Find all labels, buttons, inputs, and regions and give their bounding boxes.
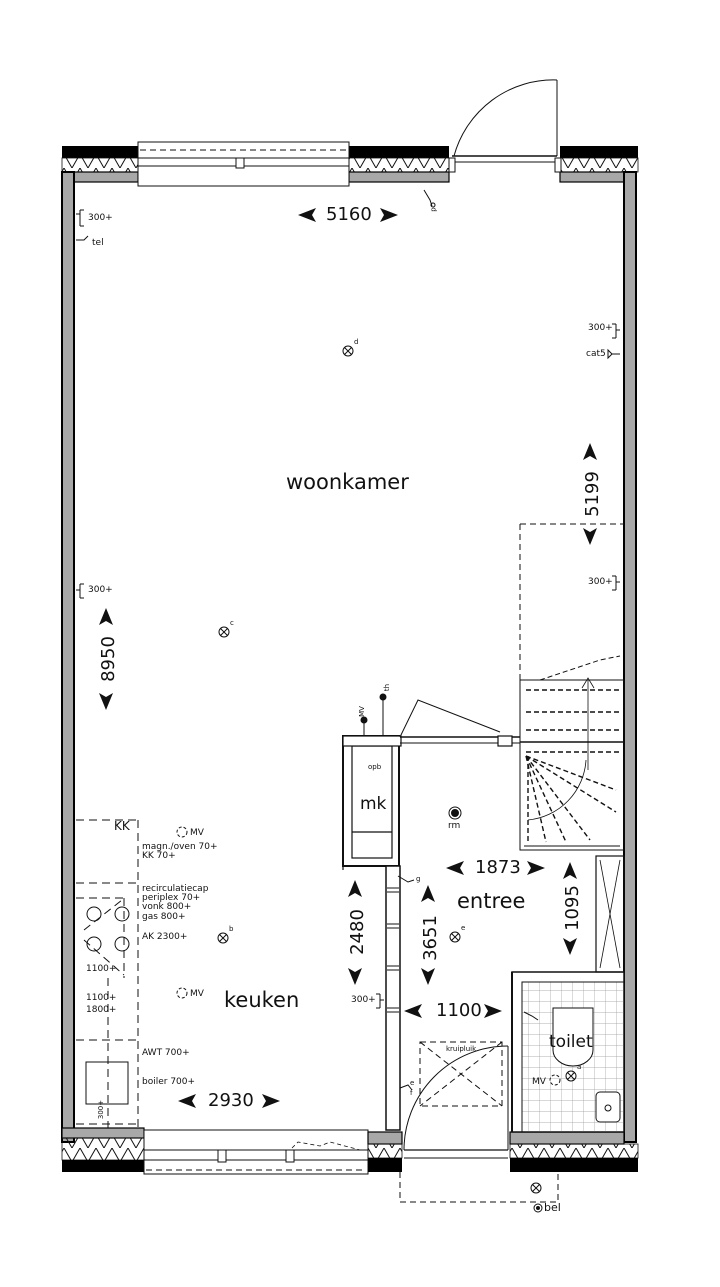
recirculatiecap-label: recirculatiecap <box>142 884 209 894</box>
hob-burners <box>85 906 130 1105</box>
outlet-label: 300+ <box>588 323 613 333</box>
outlet-label: 300+ <box>88 213 113 223</box>
opb-label: opb <box>368 763 382 771</box>
boiler-label: boiler 700+ <box>142 1077 196 1087</box>
room-label-entree: entree <box>457 889 526 913</box>
outlet-label: 300+ <box>88 585 113 595</box>
magn-oven-label: magn./oven 70+ <box>142 842 218 852</box>
light-label: e <box>461 924 466 932</box>
dimension-entree-width: 1873 <box>475 857 521 878</box>
side-walls <box>61 171 637 1143</box>
light-label: a <box>577 1063 582 1071</box>
switch-label: f <box>410 1089 413 1097</box>
tel-label: tel <box>92 238 104 248</box>
bottom-facade <box>61 1045 639 1203</box>
room-label-toilet: toilet <box>549 1032 593 1052</box>
room-label-meterkast: mk <box>360 794 387 814</box>
stairs <box>519 523 624 843</box>
mv-label: MV <box>357 706 366 717</box>
dimension-left-depth: 8950 <box>97 636 119 682</box>
periplex-label: periplex 70+ <box>142 893 201 903</box>
kruipluik-label: kruipluik <box>446 1045 477 1053</box>
bel-label: bel <box>544 1201 561 1214</box>
light-label: d <box>354 338 359 346</box>
mv-label: MV <box>190 828 204 838</box>
outlet-1100-label: 1100+ <box>86 964 117 974</box>
outlet-label: 300+ <box>588 577 613 587</box>
mv-label: MV <box>532 1077 546 1087</box>
light-points <box>176 189 577 1213</box>
kk-label: KK <box>114 819 130 833</box>
room-label-woonkamer: woonkamer <box>286 470 409 494</box>
outlet-1800-label: 1800+ <box>86 1005 117 1015</box>
dimension-entree-stair: 1095 <box>561 885 583 931</box>
wall-outlets <box>76 209 620 1009</box>
top-facade <box>61 79 639 187</box>
light-label: c <box>230 619 234 627</box>
rm-label: rm <box>448 821 461 831</box>
dimension-entree-depth: 3651 <box>419 915 441 961</box>
switch-label: g <box>416 875 421 883</box>
dimension-keuken-width: 2930 <box>208 1090 254 1111</box>
room-label-keuken: keuken <box>224 988 300 1012</box>
outlet-label: 300+ <box>351 995 376 1005</box>
outlet-label: 300+ <box>97 1099 106 1120</box>
kruipluik-hatch <box>419 1041 503 1107</box>
kitchen-cabinets <box>76 819 139 1128</box>
toilet-fixtures <box>552 1007 621 1123</box>
gas-label: gas 800+ <box>142 912 186 922</box>
dimension-arrows <box>99 208 597 1108</box>
th-label: th <box>383 683 392 692</box>
dimension-right-depth: 5199 <box>581 471 603 517</box>
kk70-label: KK 70+ <box>142 851 176 861</box>
awt-label: AWT 700+ <box>142 1048 190 1058</box>
ak-label: AK 2300+ <box>142 932 188 942</box>
mv-label: MV <box>190 989 204 999</box>
cat5-label: cat5 <box>586 349 606 359</box>
outlet-1100-label: 1100+ <box>86 993 117 1003</box>
switch-label: e <box>410 1079 415 1087</box>
dimension-keuken-wall: 2480 <box>346 909 368 955</box>
vonk-label: vonk 800+ <box>142 902 192 912</box>
switch-label: p <box>429 207 438 212</box>
light-label: b <box>229 925 234 933</box>
dimension-hall-width: 1100 <box>436 1000 482 1021</box>
dimension-top-width: 5160 <box>326 204 372 225</box>
